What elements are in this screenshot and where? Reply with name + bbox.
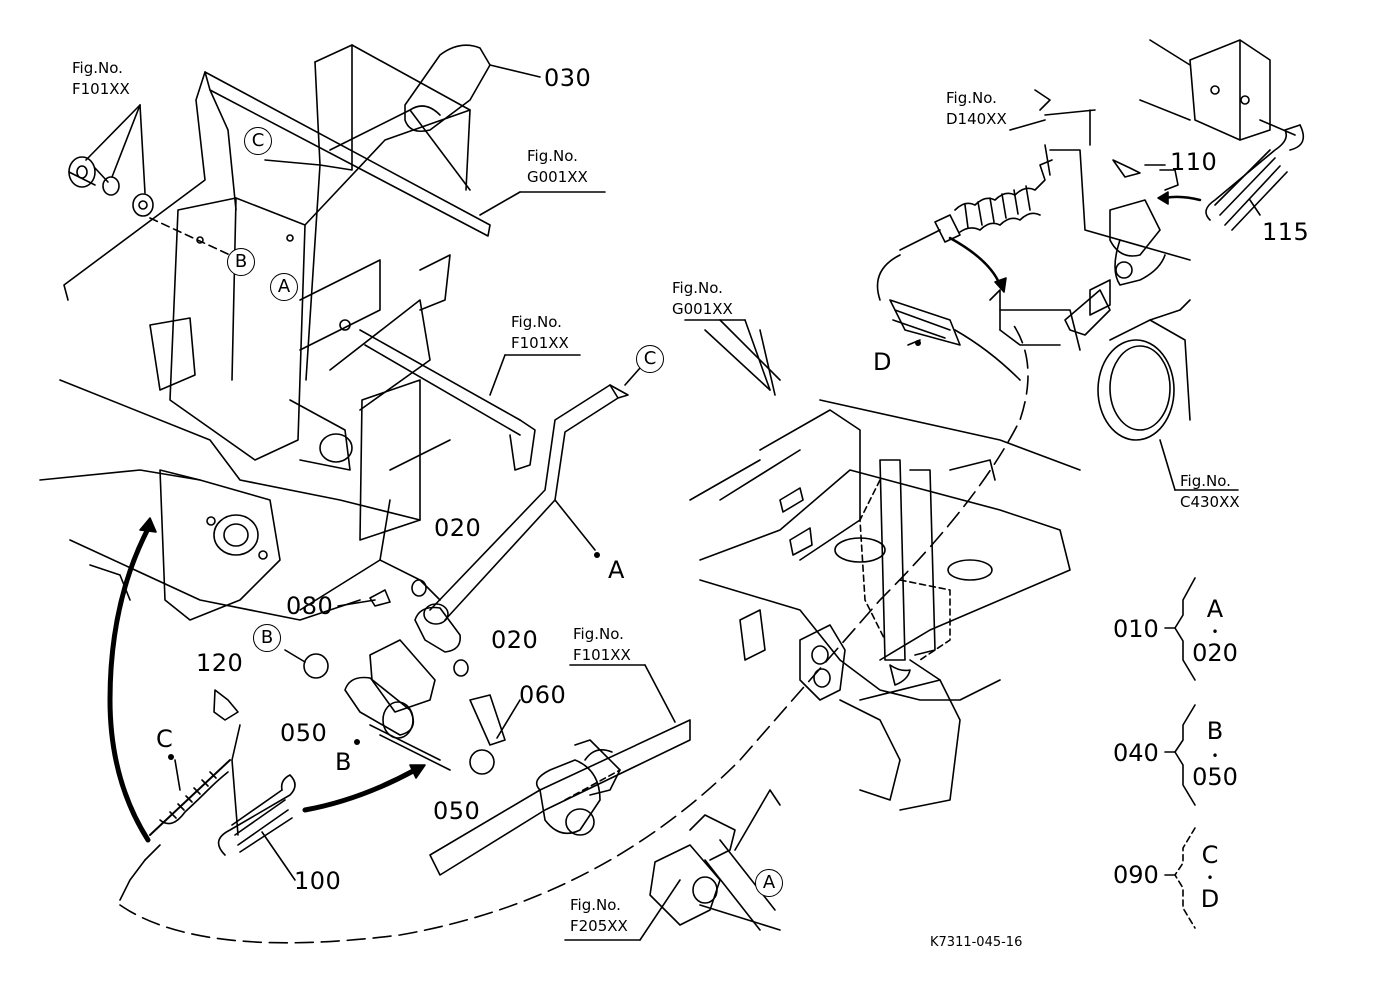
kit-part-040: 040: [1113, 739, 1159, 767]
part-label-020-upper: 020: [434, 514, 482, 542]
pedal-pad-030: [404, 44, 541, 133]
part-label-100: 100: [294, 867, 342, 895]
kit-090-top: C: [1201, 841, 1219, 869]
part-label-110: 110: [1170, 148, 1218, 176]
kit-010-bottom: 020: [1192, 639, 1238, 667]
circled-ref-b-top: B: [227, 248, 255, 276]
part-label-030: 030: [544, 64, 592, 92]
part-label-020-lower: 020: [491, 626, 539, 654]
kit-010-top: A: [1206, 595, 1224, 623]
fig-ref-g001-mid: Fig.No.G001XX: [672, 279, 733, 318]
return-spring-100: [217, 759, 296, 881]
circled-ref-b-low: B: [253, 624, 281, 652]
pivot-hub-assembly: [284, 579, 521, 775]
drawing-code: K7311-045-16: [930, 935, 1023, 950]
assembly-arrows: [107, 191, 1202, 843]
kit-040-bottom: 050: [1192, 763, 1238, 791]
fig-ref-f101-top: Fig.No.F101XX: [72, 59, 130, 98]
part-label-060: 060: [519, 681, 567, 709]
part-label-120: 120: [196, 649, 244, 677]
circled-ref-c-top: C: [244, 127, 272, 155]
point-label-d: D: [873, 348, 892, 376]
spring-115: [1139, 39, 1305, 231]
fig-ref-f101-mid: Fig.No.F101XX: [511, 313, 569, 352]
kit-090-bottom: D: [1200, 885, 1220, 913]
control-rod: [429, 367, 641, 621]
kit-040-top: B: [1206, 717, 1224, 745]
kit-010-sep: •: [1211, 625, 1219, 639]
part-label-080: 080: [286, 592, 334, 620]
kit-brackets: [1164, 577, 1196, 929]
kit-part-010: 010: [1113, 615, 1159, 643]
fig-ref-f205: Fig.No.F205XX: [570, 896, 628, 935]
throttle-cable-c: [119, 319, 1029, 944]
fig-ref-d140: Fig.No.D140XX: [946, 89, 1007, 128]
point-label-a: A: [608, 556, 625, 584]
part-label-050-left: 050: [280, 719, 328, 747]
fig-ref-c430: Fig.No.C430XX: [1180, 472, 1240, 511]
kit-040-sep: •: [1211, 749, 1219, 763]
circled-ref-a-top: A: [270, 273, 298, 301]
part-label-115: 115: [1262, 218, 1310, 246]
governor-lever: [1064, 159, 1191, 441]
lower-cross-shaft: [429, 719, 781, 931]
point-label-b: B: [335, 748, 352, 776]
leader-lines: [564, 119, 1261, 941]
fig-ref-g001-top: Fig.No.G001XX: [527, 147, 588, 186]
kit-part-090: 090: [1113, 861, 1159, 889]
circled-ref-c-rod: C: [636, 345, 664, 373]
kit-090-sep: •: [1206, 871, 1214, 885]
circled-ref-a-low: A: [755, 869, 783, 897]
reference-dots: [168, 340, 921, 760]
cable-d-assembly: [876, 89, 1191, 381]
fig-ref-f101-low: Fig.No.F101XX: [573, 625, 631, 664]
point-label-c: C: [156, 725, 174, 753]
pedal-bracket-frame: [39, 44, 491, 621]
chassis-frame: [689, 319, 1081, 811]
pivot-shaft: [359, 329, 581, 471]
washer-set: [68, 104, 231, 256]
part-label-050-right: 050: [433, 797, 481, 825]
